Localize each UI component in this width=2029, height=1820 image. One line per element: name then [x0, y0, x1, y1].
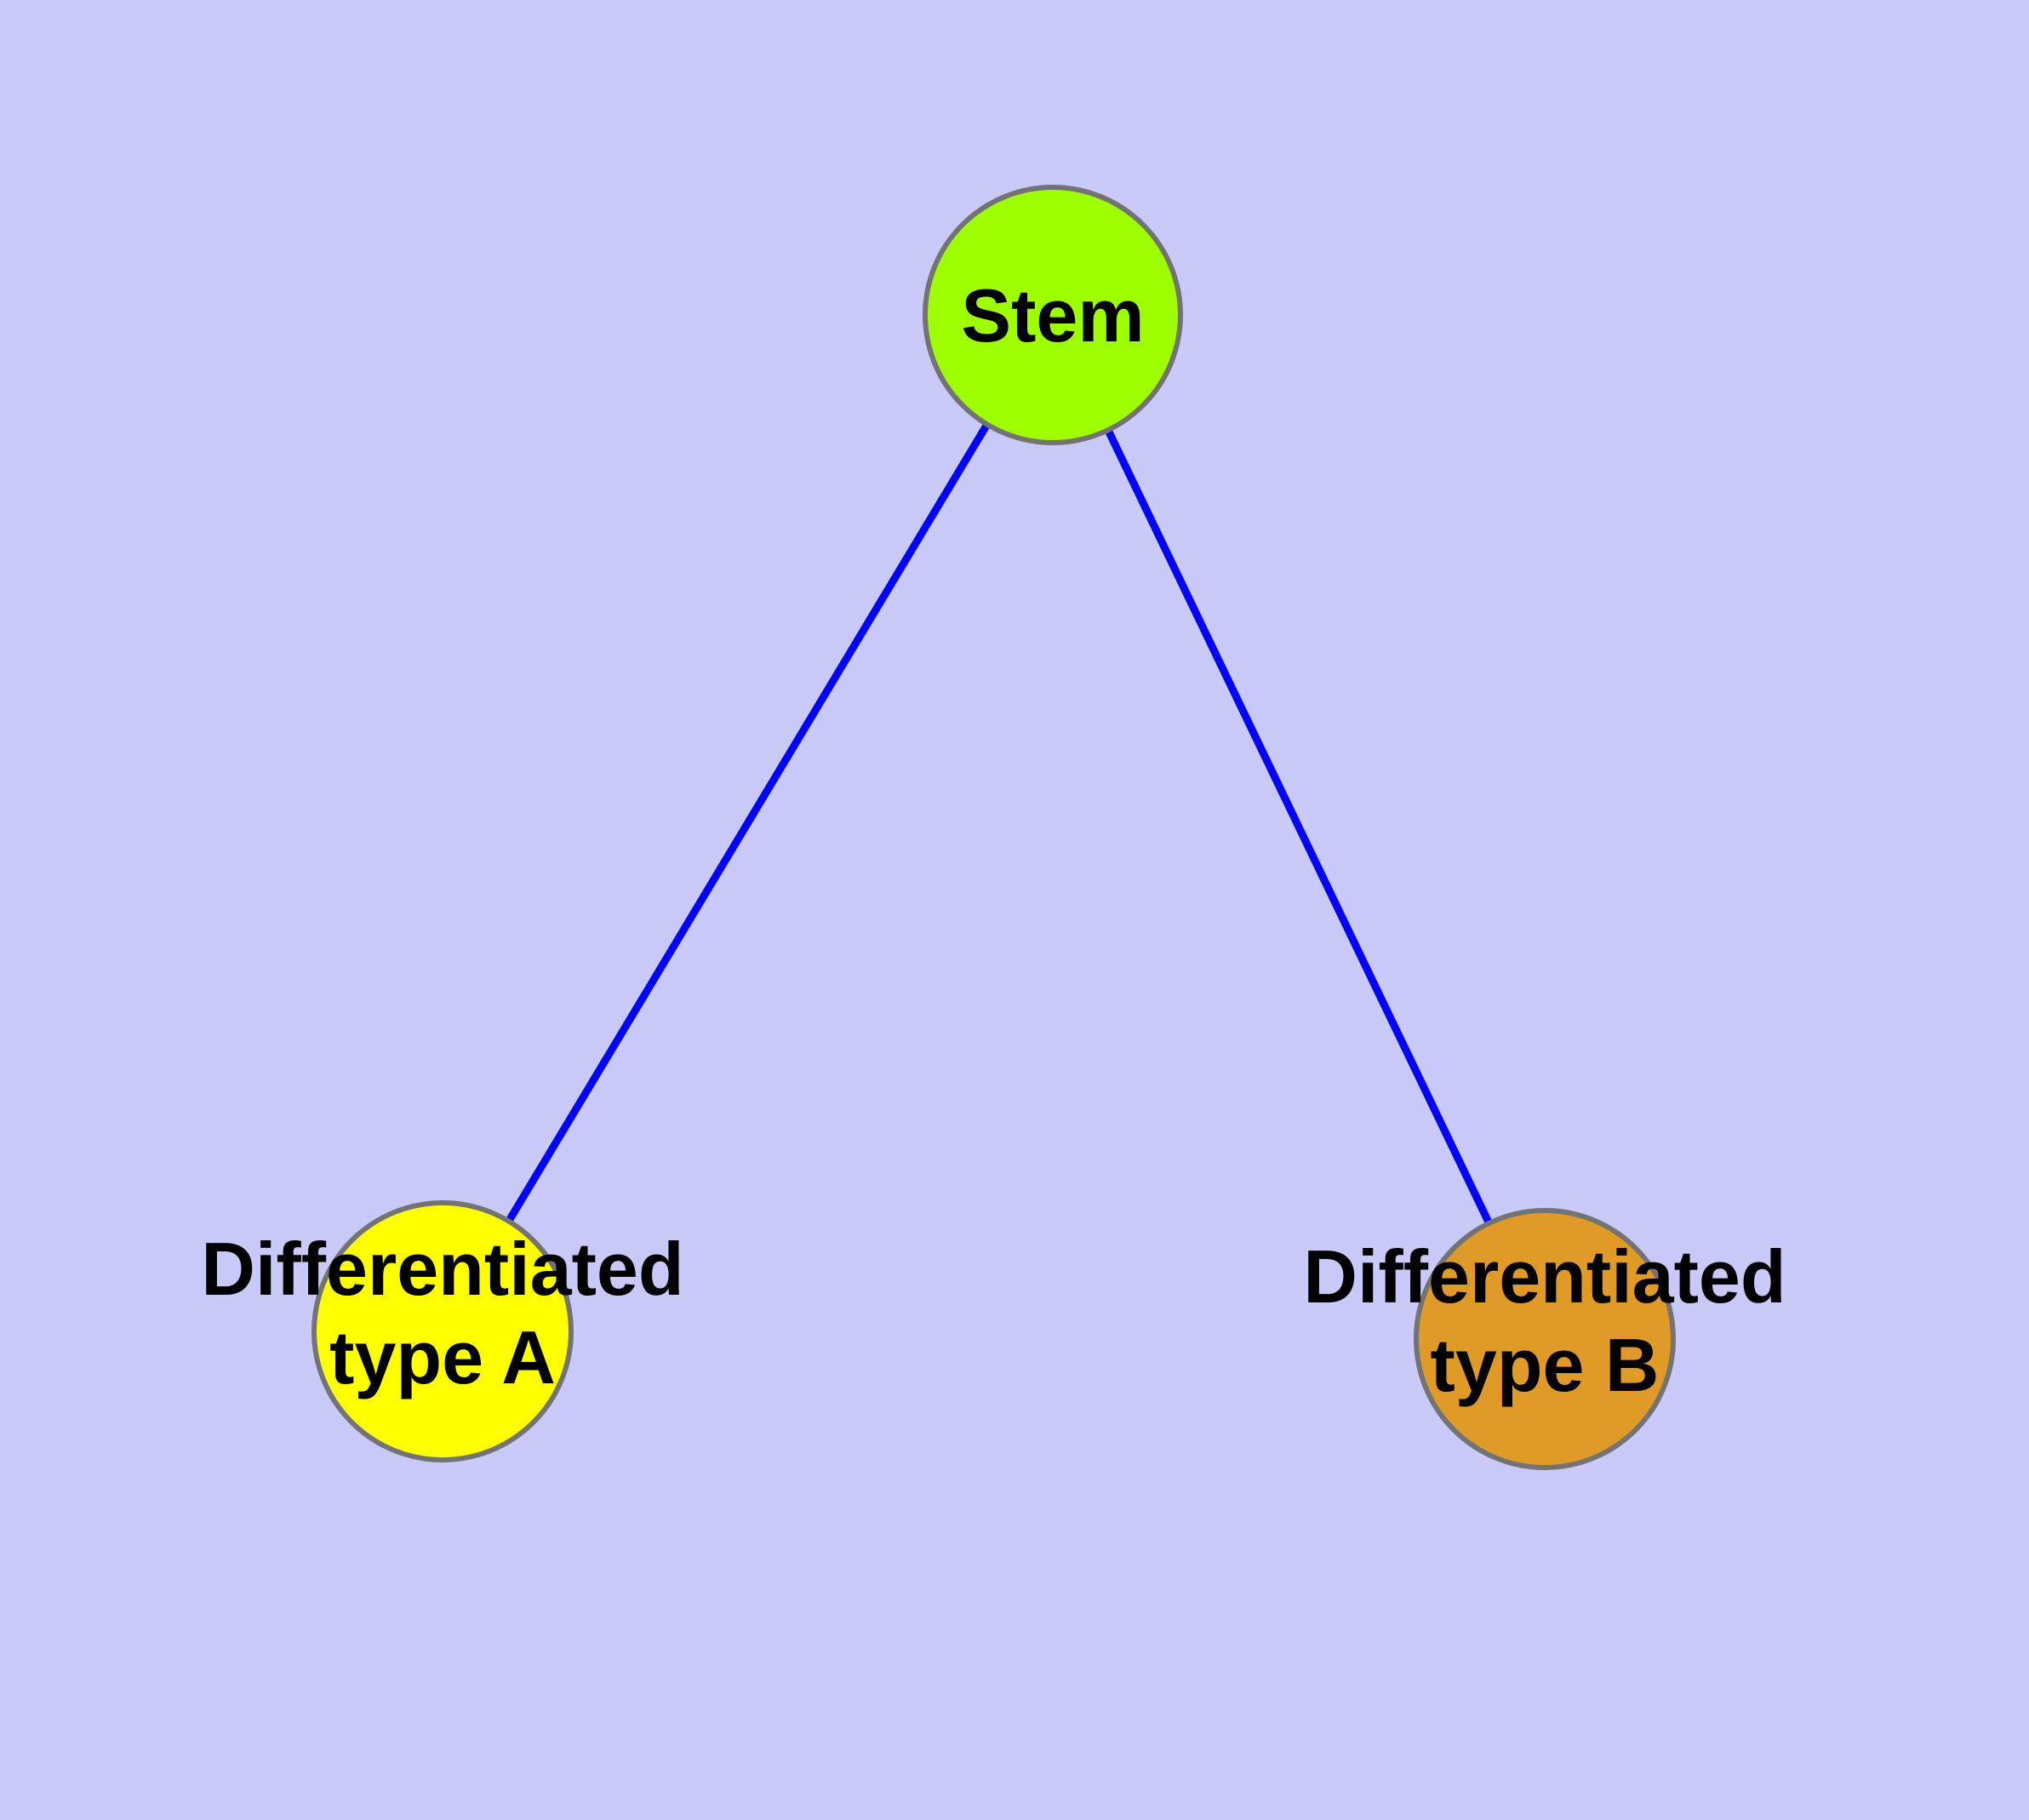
graph-node-diff_b[interactable] [1414, 1208, 1676, 1470]
node-label-line: Differentiated [1303, 1234, 1786, 1319]
graph-edge[interactable] [1049, 313, 1549, 1341]
edges-layer [439, 312, 1549, 1341]
node-label-line: Differentiated [201, 1227, 683, 1311]
node-label-line: type A [329, 1314, 556, 1399]
node-circle-diff_b[interactable] [1414, 1208, 1676, 1470]
node-label-stem: Stem [961, 273, 1144, 358]
node-circle-diff_a[interactable] [311, 1200, 574, 1462]
node-label-line: type B [1431, 1322, 1660, 1406]
graph-node-stem[interactable] [923, 185, 1183, 445]
graph-edge[interactable] [439, 312, 1056, 1334]
node-label-line: Stem [961, 273, 1144, 358]
graph-node-diff_a[interactable] [311, 1200, 574, 1462]
node-circle-stem[interactable] [923, 185, 1183, 445]
